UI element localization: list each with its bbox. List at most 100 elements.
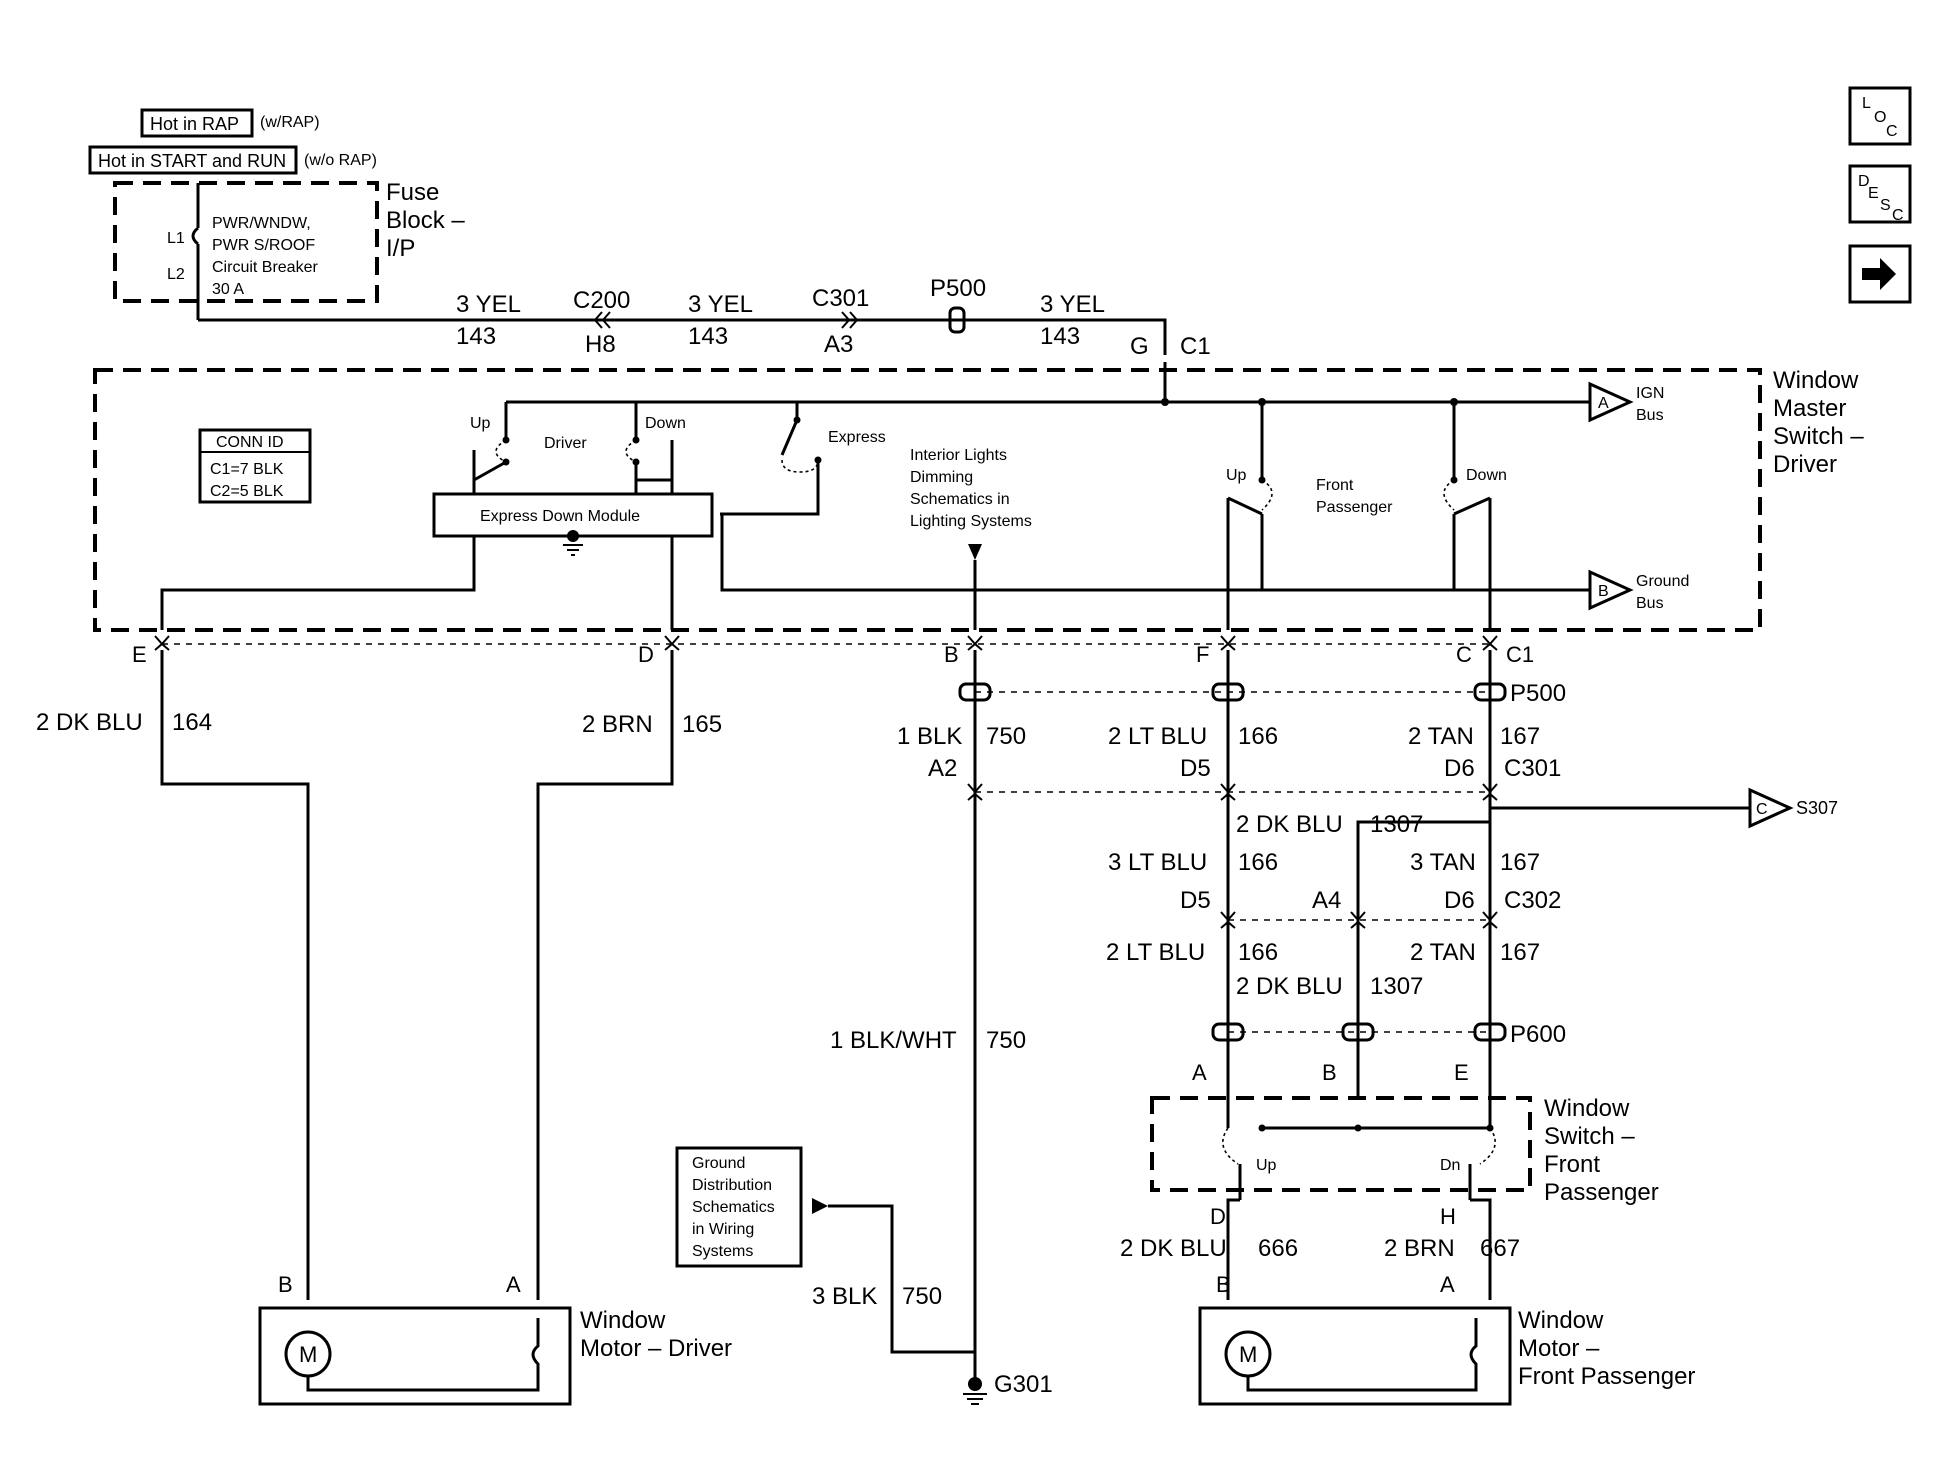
wire-667-num: 667: [1480, 1235, 1520, 1262]
wire-165-num: 165: [682, 711, 722, 738]
ground-ref-2: Distribution: [692, 1177, 772, 1194]
pin-d-label: D: [638, 642, 654, 667]
psw-title-3: Front: [1544, 1151, 1600, 1178]
interior-1: Interior Lights: [910, 447, 1007, 464]
pass-motor-pin-b: B: [1216, 1272, 1231, 1297]
driver-motor-pin-b: B: [278, 1272, 293, 1297]
driver-motor: B A M Window Motor – Driver: [258, 1272, 732, 1406]
connector-c200-icon: [593, 311, 611, 329]
wire-143-color-1: 3 YEL: [456, 291, 521, 318]
conn-id-box: [198, 428, 312, 504]
wire-167a-num: 167: [1500, 723, 1540, 750]
p600-pin-b-icon: [1341, 1022, 1375, 1042]
driver-motor-title-2: Motor – Driver: [580, 1335, 732, 1362]
circuit-143: 3 YEL 143 C200 H8 3 YEL 143 C301 A3 P500…: [198, 275, 1211, 360]
c200-label: C200: [573, 287, 630, 314]
desc-d: D: [1858, 173, 1870, 190]
front-label: Front: [1316, 477, 1354, 494]
c301-label: C301: [812, 285, 869, 312]
wire-143-num-1: 143: [456, 323, 496, 350]
gnd-bus-label: Bus: [1636, 595, 1664, 612]
wire-1307b-color: 2 DK BLU: [1236, 973, 1343, 1000]
wire-166a-color: 2 LT BLU: [1108, 723, 1207, 750]
p600-label: P600: [1510, 1021, 1566, 1048]
fuse-title-1: Fuse: [386, 179, 439, 206]
next-button[interactable]: [1848, 244, 1912, 304]
ground-ref-4: in Wiring: [692, 1221, 754, 1238]
conn-id-c1: C1=7 BLK: [210, 461, 284, 478]
circuit-breaker-icon: [191, 226, 199, 246]
express-label: Express: [828, 429, 886, 446]
wire-1307b-num: 1307: [1370, 973, 1423, 1000]
fuse-block-outline: [113, 181, 379, 303]
psw-dn-label: Dn: [1440, 1157, 1460, 1174]
wire-666-color: 2 DK BLU: [1120, 1235, 1227, 1262]
gnd-b-label: B: [1598, 583, 1609, 600]
wire-167a-color: 2 TAN: [1408, 723, 1474, 750]
power-labels: Hot in RAP (w/RAP) Hot in START and RUN …: [88, 108, 377, 175]
interior-2: Dimming: [910, 469, 973, 486]
psw-pin-h-label: H: [1440, 1204, 1456, 1229]
h8-label: H8: [585, 331, 616, 358]
psw-up-label: Up: [1256, 1157, 1277, 1174]
wire-750a-color: 1 BLK: [897, 723, 962, 750]
wire-167b-color: 3 TAN: [1410, 849, 1476, 876]
pin-c-label: C: [1456, 642, 1472, 667]
wire-143-color-3: 3 YEL: [1040, 291, 1105, 318]
desc-c: C: [1892, 207, 1904, 224]
hot-rap-box: [140, 108, 254, 138]
fuse-block: L1 L2 PWR/WNDW, PWR S/ROOF Circuit Break…: [113, 179, 465, 320]
connector-c301-icon: [841, 311, 859, 329]
pass-motor-m: M: [1239, 1342, 1257, 1367]
pass-motor-pin-a: A: [1440, 1272, 1455, 1297]
p600-pin-a-icon: [1211, 1022, 1245, 1042]
driver-motor-title-1: Window: [580, 1307, 666, 1334]
conn-id-c2: C2=5 BLK: [210, 483, 284, 500]
ground-ref-5: Systems: [692, 1243, 753, 1260]
a4-label: A4: [1312, 887, 1341, 914]
wire-166b-num: 166: [1238, 849, 1278, 876]
driver-motor-pin-a: A: [506, 1272, 521, 1297]
p500-top-label: P500: [930, 275, 986, 302]
desc-button[interactable]: D E S C: [1848, 164, 1912, 224]
interior-4: Lighting Systems: [910, 513, 1032, 530]
d6a-label: D6: [1444, 755, 1475, 782]
wire-143-color-2: 3 YEL: [688, 291, 753, 318]
wire-750b-num: 750: [986, 1027, 1026, 1054]
a2-label: A2: [928, 755, 957, 782]
wo-rap-label: (w/o RAP): [304, 152, 377, 169]
loc-l: L: [1862, 95, 1871, 112]
d6b-label: D6: [1444, 887, 1475, 914]
passenger-motor: B A M Window Motor – Front Passenger: [1198, 1272, 1695, 1406]
loc-button[interactable]: L O C: [1848, 86, 1912, 146]
conn-id-title: CONN ID: [216, 434, 284, 451]
l2-label: L2: [167, 266, 185, 283]
ign-bus-flag-icon: [1588, 381, 1634, 423]
master-title-2: Master: [1773, 395, 1846, 422]
psw-pin-b-label: B: [1322, 1060, 1337, 1085]
s307-label: S307: [1796, 798, 1838, 818]
wire-165-color: 2 BRN: [582, 711, 653, 738]
ground-bus-flag-icon: [1588, 569, 1634, 611]
ground-ref-arrow-icon: [812, 1198, 828, 1214]
wire-143-num-2: 143: [688, 323, 728, 350]
p600-pin-e-icon: [1473, 1022, 1507, 1042]
driver-down-label: Down: [645, 415, 686, 432]
loc-c: C: [1886, 123, 1898, 140]
psw-title-2: Switch –: [1544, 1123, 1635, 1150]
w-rap-label: (w/RAP): [260, 114, 320, 131]
driver-motor-box: [258, 1306, 572, 1406]
c301-label: C301: [1504, 755, 1561, 782]
fuse-title-2: Block –: [386, 207, 465, 234]
pass-motor-title-1: Window: [1518, 1307, 1604, 1334]
c1-pins: E D B F C C1: [132, 635, 1534, 667]
p500-label: P500: [1510, 680, 1566, 707]
pin-b-label: B: [944, 642, 959, 667]
interior-3: Schematics in: [910, 491, 1010, 508]
pass-motor-title-2: Motor –: [1518, 1335, 1600, 1362]
ground-label: Ground: [1636, 573, 1689, 590]
wire-164-num: 164: [172, 709, 212, 736]
g-pin-label: G: [1130, 333, 1149, 360]
fuse-desc-4: 30 A: [212, 281, 244, 298]
d5a-label: D5: [1180, 755, 1211, 782]
